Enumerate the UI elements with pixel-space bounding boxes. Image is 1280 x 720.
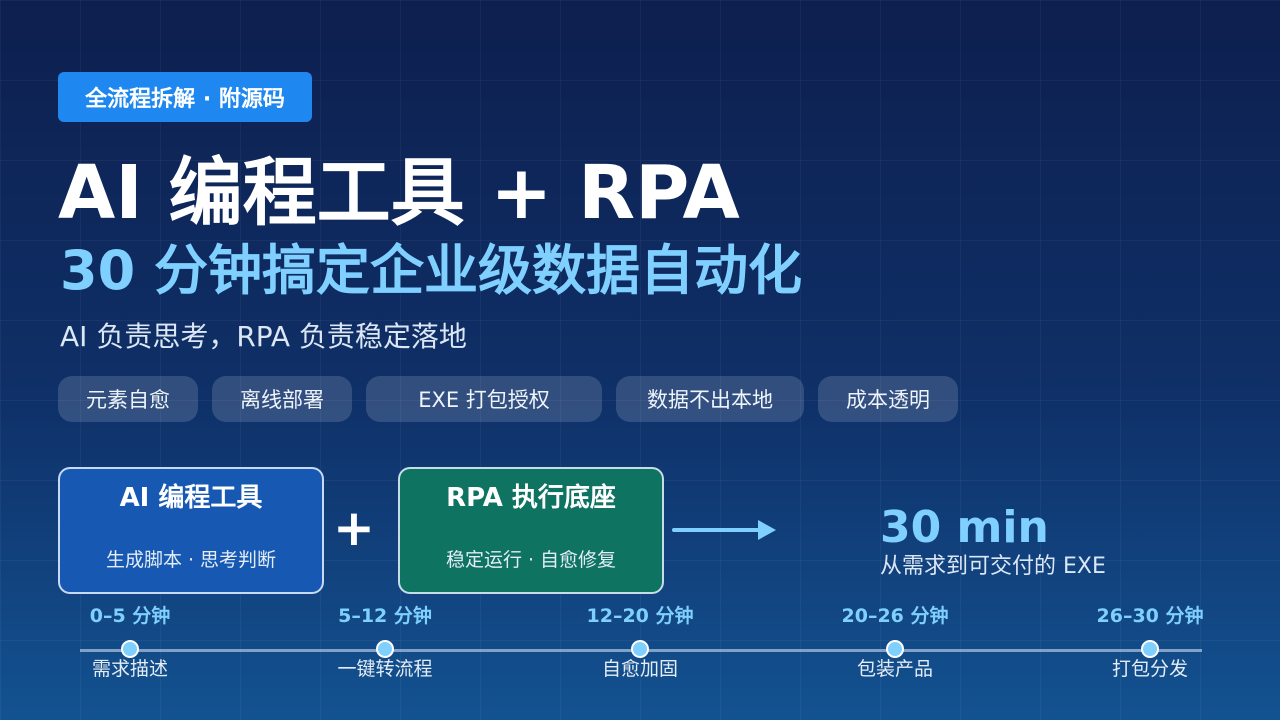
- rpa-card-title: RPA 执行底座: [446, 483, 616, 513]
- step-label: 需求描述: [91, 658, 168, 680]
- step-time: 5–12 分钟: [338, 605, 432, 627]
- plus-sign: +: [333, 499, 375, 557]
- timeline-step: 5–12 分钟 一键转流程: [285, 600, 485, 690]
- step-time: 0–5 分钟: [89, 605, 171, 627]
- tag-cost-transparent: 成本透明: [818, 376, 958, 422]
- timeline-dot-icon: [1141, 640, 1159, 658]
- ai-tool-card: AI 编程工具 生成脚本 · 思考判断: [58, 467, 324, 594]
- step-label: 包装产品: [856, 658, 933, 680]
- rpa-base-card: RPA 执行底座 稳定运行 · 自愈修复: [398, 467, 664, 594]
- tag-exe-packaging: EXE 打包授权: [366, 376, 602, 422]
- step-label: 一键转流程: [337, 658, 433, 680]
- result-value: 30 min: [880, 502, 1049, 553]
- timeline-step: 26–30 分钟 打包分发: [1050, 600, 1250, 690]
- page-subtitle: AI 负责思考，RPA 负责稳定落地: [60, 320, 467, 353]
- page-title: AI 编程工具 + RPA: [58, 150, 740, 236]
- timeline-step: 20–26 分钟 包装产品: [795, 600, 995, 690]
- timeline-dot-icon: [631, 640, 649, 658]
- timeline-dot-icon: [376, 640, 394, 658]
- header-badge: 全流程拆解 · 附源码: [58, 72, 312, 122]
- step-time: 12–20 分钟: [586, 605, 694, 627]
- tag-offline-deploy: 离线部署: [212, 376, 352, 422]
- timeline-step: 12–20 分钟 自愈加固: [540, 600, 740, 690]
- ai-card-desc: 生成脚本 · 思考判断: [105, 549, 277, 571]
- step-label: 自愈加固: [601, 658, 678, 680]
- timeline-dot-icon: [121, 640, 139, 658]
- tag-data-local: 数据不出本地: [616, 376, 804, 422]
- step-time: 20–26 分钟: [841, 605, 949, 627]
- result-description: 从需求到可交付的 EXE: [880, 554, 1106, 579]
- page-title-highlight: 30 分钟搞定企业级数据自动化: [60, 239, 802, 302]
- ai-card-title: AI 编程工具: [119, 483, 263, 513]
- tag-element-self-heal: 元素自愈: [58, 376, 198, 422]
- step-label: 打包分发: [1111, 658, 1188, 680]
- step-time: 26–30 分钟: [1096, 605, 1204, 627]
- timeline-step: 0–5 分钟 需求描述: [30, 600, 230, 690]
- rpa-card-desc: 稳定运行 · 自愈修复: [445, 549, 617, 571]
- timeline-dot-icon: [886, 640, 904, 658]
- arrow-right-icon: [672, 520, 776, 540]
